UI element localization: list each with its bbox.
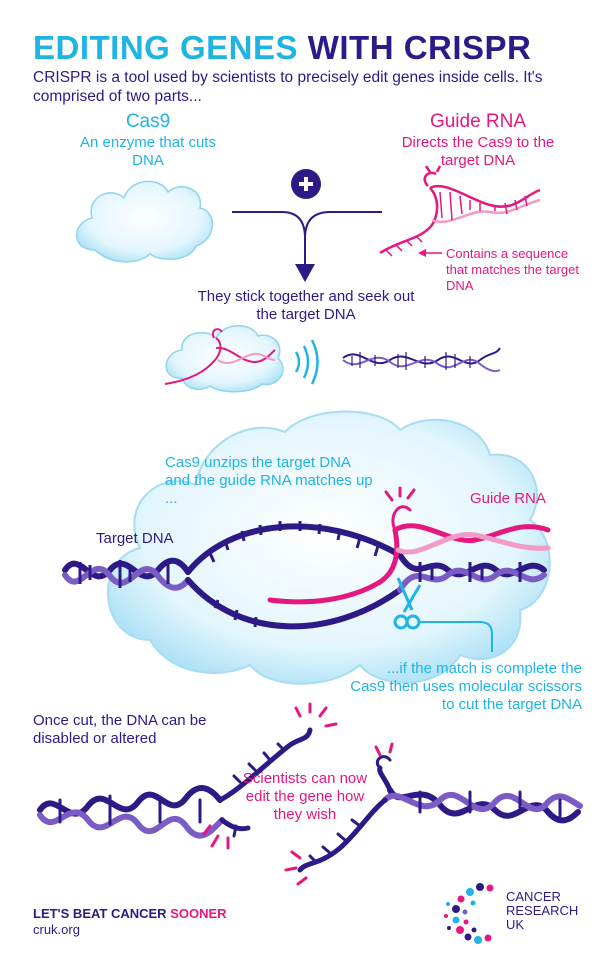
cut-dna-right: [297, 755, 583, 873]
unzips-text: Cas9 unzips the target DNA and the guide…: [165, 454, 373, 507]
note-arrow-icon: [418, 249, 442, 257]
logo-line1: CANCER: [506, 889, 561, 904]
footer-tagline-part2: SOONER: [170, 906, 227, 921]
plus-icon: [291, 169, 321, 199]
guide-rna-strand: [379, 165, 541, 257]
cas9-title: Cas9: [125, 111, 171, 132]
target-dna-rungs: [78, 521, 522, 628]
stick-together-text: They stick together and seek out the tar…: [197, 288, 415, 323]
match-complete-text: ...if the match is complete the Cas9 the…: [350, 660, 582, 713]
footer-tagline-part1: LET'S BEAT CANCER: [33, 906, 171, 921]
cas9-big-cloud: [107, 410, 551, 685]
target-dna-small: [342, 347, 501, 373]
title-part1: EDITING GENES: [33, 29, 299, 66]
join-arrow-icon: [232, 211, 382, 282]
footer-url[interactable]: cruk.org: [33, 922, 80, 937]
signal-waves-icon: [294, 339, 319, 385]
scissors-connector: [420, 621, 493, 652]
logo-line3: UK: [506, 917, 525, 932]
page-title: EDITING GENES WITH CRISPR: [33, 30, 531, 66]
once-cut-text: Once cut, the DNA can be disabled or alt…: [33, 712, 207, 747]
guide-rna-bound: [267, 486, 551, 605]
scissors-icon: [393, 577, 422, 630]
contains-note: Contains a sequence that matches the tar…: [446, 246, 579, 293]
cas9-complex-small: [164, 325, 284, 393]
cruk-logo-text: CANCER RESEARCH UK: [506, 890, 578, 932]
cut-dna-left: [37, 727, 313, 839]
guide-rna-label: Guide RNA: [470, 490, 546, 507]
cut-marks-icon: [202, 702, 394, 886]
intro-text: CRISPR is a tool used by scientists to p…: [33, 69, 543, 105]
logo-line2: RESEARCH: [506, 903, 579, 918]
target-dna-label: Target DNA: [96, 530, 174, 547]
guide-rna-title: Guide RNA: [429, 111, 527, 132]
guide-rna-desc: Directs the Cas9 to the target DNA: [401, 134, 555, 169]
footer-tagline: LET'S BEAT CANCER SOONER: [33, 906, 227, 922]
cas9-cloud: [76, 180, 214, 263]
title-part2: WITH CRISPR: [307, 29, 532, 66]
cas9-desc: An enzyme that cuts DNA: [80, 134, 216, 169]
cruk-logo-icon: [444, 883, 494, 944]
scientists-edit-text: Scientists can now edit the gene how the…: [242, 770, 368, 823]
